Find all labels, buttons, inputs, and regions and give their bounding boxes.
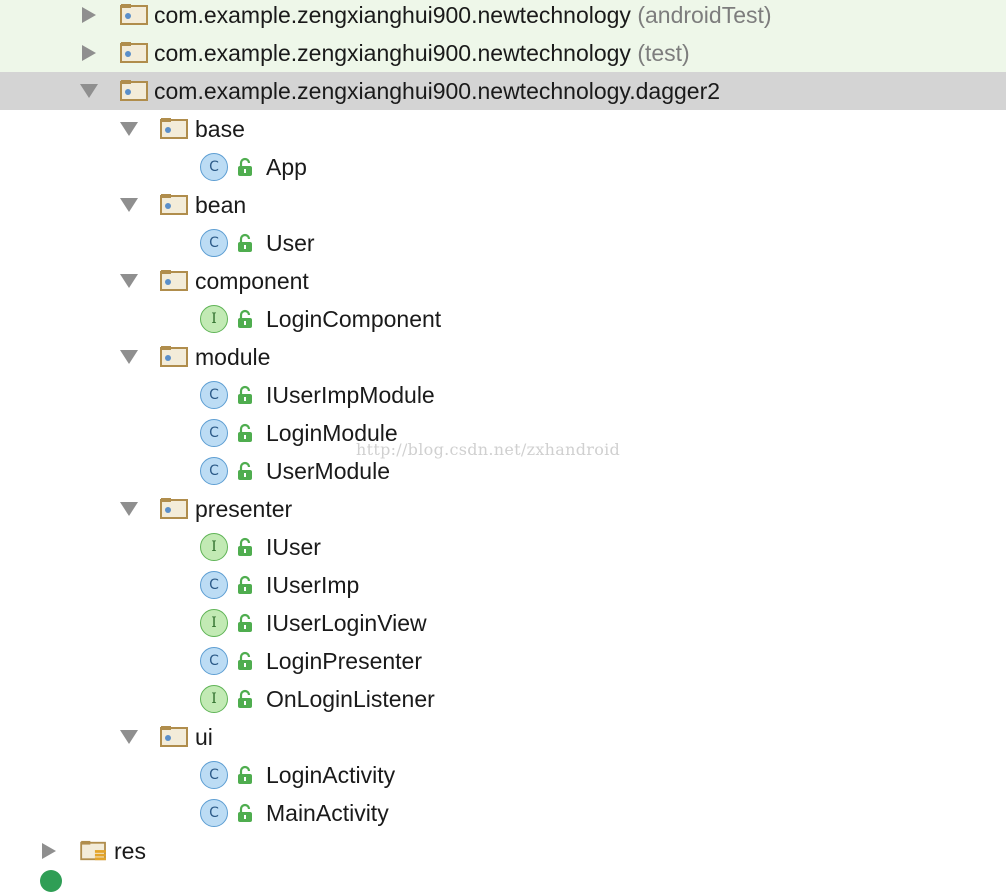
lock-icon [238, 613, 252, 632]
status-dot-icon [40, 870, 62, 892]
lock-icon [238, 309, 252, 328]
expand-arrow-icon[interactable] [80, 44, 98, 62]
package-folder-icon [160, 270, 188, 291]
interface-row-logincomponent[interactable]: I LoginComponent [0, 300, 1006, 338]
folder-row-ui[interactable]: ui [0, 718, 1006, 756]
folder-row-res[interactable]: res [0, 832, 1006, 870]
package-folder-icon [160, 498, 188, 519]
class-label: LoginPresenter [266, 648, 422, 674]
class-label: App [266, 154, 307, 180]
class-row-iuserimp[interactable]: C IUserImp [0, 566, 1006, 604]
package-label: com.example.zengxianghui900.newtechnolog… [154, 78, 721, 104]
lock-icon [238, 765, 252, 784]
folder-row-component[interactable]: component [0, 262, 1006, 300]
folder-label: res [114, 838, 146, 864]
class-label: IUserLoginView [266, 610, 427, 636]
folder-label: bean [195, 192, 247, 218]
folder-row-base[interactable]: base [0, 110, 1006, 148]
class-label: MainActivity [266, 800, 389, 826]
interface-badge-icon: I [200, 609, 228, 637]
class-row-app[interactable]: C App [0, 148, 1006, 186]
lock-icon [238, 575, 252, 594]
lock-icon [238, 651, 252, 670]
class-badge-icon: C [200, 419, 228, 447]
class-badge-icon: C [200, 647, 228, 675]
watermark-text: http://blog.csdn.net/zxhandroid [356, 440, 621, 459]
class-label: IUserImp [266, 572, 360, 598]
folder-label: ui [195, 724, 213, 750]
package-folder-icon [120, 42, 148, 63]
folder-label: presenter [195, 496, 293, 522]
lock-icon [238, 689, 252, 708]
resource-folder-icon [80, 840, 106, 861]
class-row-loginpresenter[interactable]: C LoginPresenter [0, 642, 1006, 680]
lock-icon [238, 537, 252, 556]
interface-badge-icon: I [200, 533, 228, 561]
package-folder-icon [120, 80, 148, 101]
class-label: IUserImpModule [266, 382, 435, 408]
lock-icon [238, 423, 252, 442]
package-folder-icon [160, 726, 188, 747]
class-badge-icon: C [200, 381, 228, 409]
folder-row-bean[interactable]: bean [0, 186, 1006, 224]
lock-icon [238, 233, 252, 252]
class-row-iuserimpmodule[interactable]: C IUserImpModule [0, 376, 1006, 414]
class-row-loginmodule[interactable]: C LoginModule [0, 414, 1006, 452]
class-badge-icon: C [200, 457, 228, 485]
class-row-user[interactable]: C User [0, 224, 1006, 262]
folder-row-presenter[interactable]: presenter [0, 490, 1006, 528]
class-badge-icon: C [200, 761, 228, 789]
folder-label: module [195, 344, 271, 370]
expand-arrow-icon[interactable] [40, 842, 58, 860]
class-label: User [266, 230, 315, 256]
class-badge-icon: C [200, 799, 228, 827]
collapse-arrow-icon[interactable] [120, 196, 138, 214]
collapse-arrow-icon[interactable] [120, 728, 138, 746]
package-row-dagger2[interactable]: com.example.zengxianghui900.newtechnolog… [0, 72, 1006, 110]
collapse-arrow-icon[interactable] [120, 120, 138, 138]
package-label: com.example.zengxianghui900.newtechnolog… [154, 2, 772, 28]
class-label: LoginComponent [266, 306, 442, 332]
class-badge-icon: C [200, 229, 228, 257]
class-label: OnLoginListener [266, 686, 435, 712]
class-row-loginactivity[interactable]: C LoginActivity [0, 756, 1006, 794]
package-row-androidtest[interactable]: com.example.zengxianghui900.newtechnolog… [0, 0, 1006, 34]
class-row-usermodule[interactable]: C UserModule [0, 452, 1006, 490]
lock-icon [238, 803, 252, 822]
collapse-arrow-icon[interactable] [120, 348, 138, 366]
class-label: LoginModule [266, 420, 398, 446]
interface-row-iuserloginview[interactable]: I IUserLoginView [0, 604, 1006, 642]
class-row-mainactivity[interactable]: C MainActivity [0, 794, 1006, 832]
collapse-arrow-icon[interactable] [120, 272, 138, 290]
collapse-arrow-icon[interactable] [80, 82, 98, 100]
lock-icon [238, 385, 252, 404]
package-folder-icon [160, 194, 188, 215]
package-folder-icon [160, 118, 188, 139]
folder-label: component [195, 268, 309, 294]
class-badge-icon: C [200, 571, 228, 599]
collapse-arrow-icon[interactable] [120, 500, 138, 518]
interface-row-iuser[interactable]: I IUser [0, 528, 1006, 566]
lock-icon [238, 461, 252, 480]
package-row-test[interactable]: com.example.zengxianghui900.newtechnolog… [0, 34, 1006, 72]
package-folder-icon [120, 4, 148, 25]
class-label: UserModule [266, 458, 390, 484]
class-badge-icon: C [200, 153, 228, 181]
class-label: IUser [266, 534, 321, 560]
interface-row-onloginlistener[interactable]: I OnLoginListener [0, 680, 1006, 718]
class-label: LoginActivity [266, 762, 396, 788]
folder-row-module[interactable]: module [0, 338, 1006, 376]
lock-icon [238, 157, 252, 176]
interface-badge-icon: I [200, 685, 228, 713]
package-folder-icon [160, 346, 188, 367]
folder-label: base [195, 116, 245, 142]
expand-arrow-icon[interactable] [80, 6, 98, 24]
interface-badge-icon: I [200, 305, 228, 333]
package-label: com.example.zengxianghui900.newtechnolog… [154, 40, 690, 66]
